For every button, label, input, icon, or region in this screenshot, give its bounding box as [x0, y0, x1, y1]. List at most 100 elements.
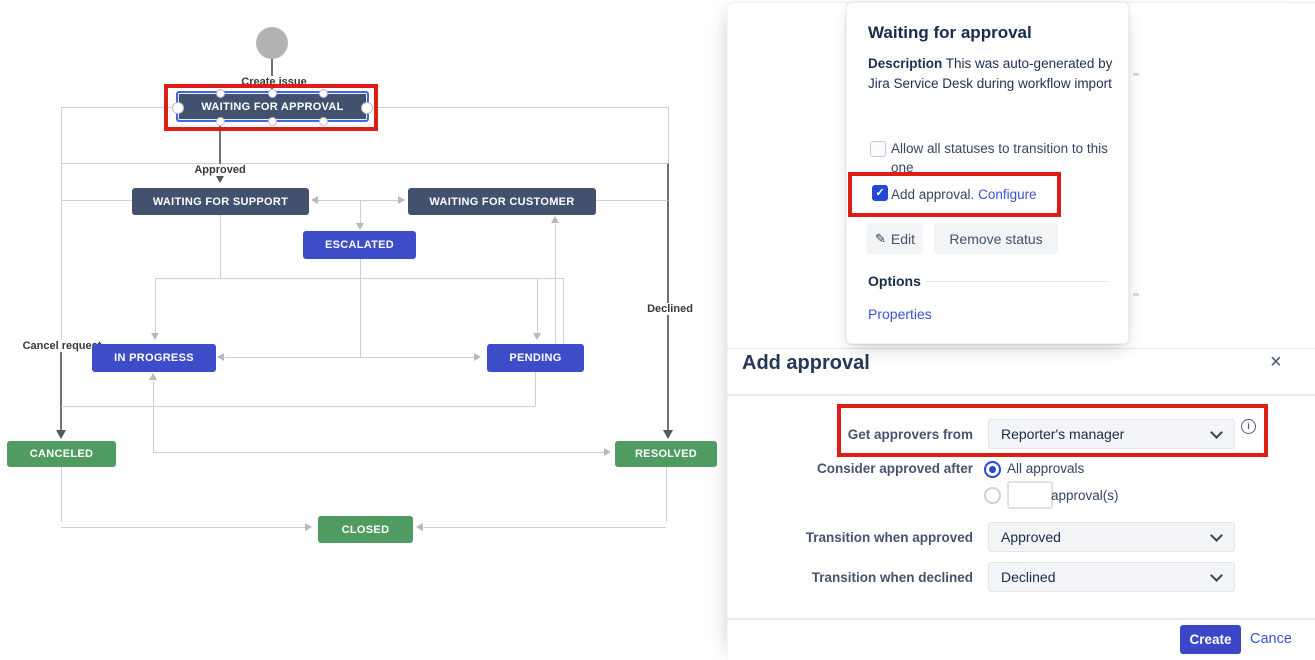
connector-line: [555, 224, 556, 344]
transition-label-create-issue: Create issue: [238, 76, 310, 88]
chevron-down-icon: [1210, 569, 1223, 582]
arrowhead: [216, 176, 224, 183]
cancel-button[interactable]: Cancel: [1250, 631, 1291, 647]
get-approvers-select[interactable]: Reporter's manager: [988, 419, 1235, 449]
transition-approved-select[interactable]: Approved: [988, 522, 1235, 552]
status-popover: Waiting for approval Description This wa…: [846, 2, 1129, 344]
arrowhead: [416, 523, 423, 531]
connector-line: [220, 215, 221, 278]
transition-declined-select[interactable]: Declined: [988, 562, 1235, 592]
selection-handle[interactable]: [319, 117, 328, 126]
approvals-suffix-label: approval(s): [1051, 488, 1119, 503]
edit-button-label: Edit: [890, 230, 916, 247]
all-approvals-label: All approvals: [1007, 461, 1085, 476]
allow-transitions-checkbox[interactable]: [870, 141, 886, 157]
arrowhead: [474, 353, 481, 361]
add-approval-text: Add approval.: [891, 187, 975, 202]
selection-handle[interactable]: [361, 102, 373, 114]
arrowhead: [305, 523, 312, 531]
connector-line: [61, 467, 62, 522]
transition-approved-value: Approved: [1001, 529, 1061, 545]
status-canceled[interactable]: CANCELED: [7, 441, 116, 467]
connector-line: [535, 372, 536, 406]
connector-line: [153, 452, 605, 453]
configure-link[interactable]: Configure: [978, 187, 1037, 202]
arrowhead: [151, 333, 159, 340]
selection-handle[interactable]: [172, 102, 184, 114]
connector-line: [219, 121, 221, 176]
dialog-title: Add approval: [742, 352, 870, 374]
status-description: Description This was auto-generated by J…: [868, 54, 1116, 94]
arrowhead: [604, 448, 611, 456]
connector-line: [60, 341, 62, 430]
selection-handle[interactable]: [268, 117, 277, 126]
options-heading: Options: [868, 273, 921, 289]
connector-line: [369, 107, 668, 108]
connector-line: [563, 278, 564, 344]
approval-count-input[interactable]: [1007, 481, 1053, 509]
connector-line: [61, 107, 62, 341]
connector-line: [668, 107, 669, 163]
edit-button[interactable]: ✎ Edit: [867, 223, 923, 254]
options-rule: [925, 281, 1109, 282]
chevron-down-icon: [1210, 426, 1223, 439]
connector-line: [537, 278, 538, 333]
transition-label-cancel-request: Cancel request: [17, 340, 107, 352]
chevron-down-icon: [1210, 529, 1223, 542]
connector-line: [360, 201, 361, 223]
status-waiting-for-support[interactable]: WAITING FOR SUPPORT: [132, 188, 309, 215]
properties-link[interactable]: Properties: [868, 306, 932, 322]
start-node[interactable]: [256, 27, 288, 59]
connector-line: [61, 163, 668, 164]
selection-handle[interactable]: [216, 117, 225, 126]
connector-line: [153, 381, 154, 452]
transition-label-declined: Declined: [642, 303, 698, 315]
selection-handle[interactable]: [319, 89, 328, 98]
arrowhead: [551, 216, 559, 223]
transition-label-approved: Approved: [190, 164, 250, 176]
connector-line: [61, 527, 306, 528]
connector-line: [360, 259, 361, 357]
remove-status-button[interactable]: Remove status: [934, 223, 1058, 254]
approval-count-radio[interactable]: [984, 487, 1001, 504]
selection-handle[interactable]: [268, 89, 277, 98]
arrowhead: [356, 223, 364, 230]
connector-line: [667, 163, 669, 430]
status-in-progress[interactable]: IN PROGRESS: [92, 344, 216, 372]
connector-line: [225, 357, 475, 358]
close-icon[interactable]: ×: [1270, 351, 1282, 373]
pencil-icon: ✎: [874, 230, 886, 246]
arrowhead: [217, 353, 224, 361]
arrowhead: [56, 430, 66, 439]
consider-approved-label: Consider approved after: [816, 461, 973, 476]
transition-declined-value: Declined: [1001, 569, 1056, 585]
status-escalated[interactable]: ESCALATED: [303, 231, 416, 259]
add-approval-checkbox[interactable]: ✓: [872, 185, 888, 201]
create-button[interactable]: Create: [1180, 625, 1241, 654]
workflow-diagram: Create issue Approved Declined Cancel re…: [7, 27, 717, 543]
add-approval-label: Add approval. Configure: [891, 185, 1126, 204]
status-resolved[interactable]: RESOLVED: [615, 441, 717, 467]
connector-line: [155, 278, 156, 333]
info-icon[interactable]: i: [1241, 419, 1256, 434]
get-approvers-label: Get approvers from: [847, 427, 973, 442]
allow-transitions-label: Allow all statuses to transition to this…: [891, 141, 1108, 175]
popover-title: Waiting for approval: [868, 23, 1032, 42]
connector-line: [596, 200, 668, 201]
dialog-header-divider: [727, 394, 1315, 396]
scroll-dash: [1133, 293, 1139, 296]
selection-handle[interactable]: [216, 89, 225, 98]
status-closed[interactable]: CLOSED: [318, 516, 413, 543]
arrowhead: [149, 373, 157, 380]
description-label: Description: [868, 56, 943, 71]
connector-line: [318, 200, 399, 201]
description-text: This was auto-generated by Jira Service …: [868, 56, 1113, 91]
status-waiting-for-customer[interactable]: WAITING FOR CUSTOMER: [408, 188, 596, 215]
all-approvals-radio[interactable]: [984, 461, 1001, 478]
dialog-top-edge: [727, 348, 1315, 349]
arrowhead: [533, 333, 541, 340]
get-approvers-value: Reporter's manager: [1001, 426, 1125, 442]
status-pending[interactable]: PENDING: [487, 344, 584, 372]
arrowhead: [398, 196, 405, 204]
arrowhead: [663, 430, 673, 439]
